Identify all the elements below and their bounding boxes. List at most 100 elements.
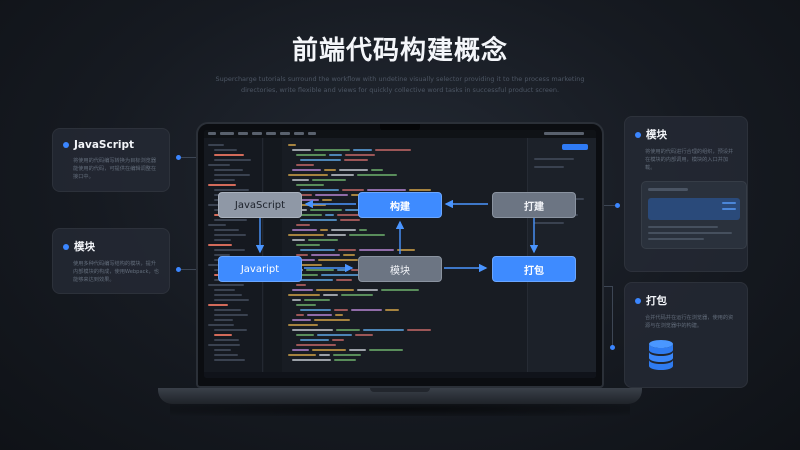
- file-tree-row: [208, 344, 240, 346]
- code-token: [334, 359, 356, 361]
- code-token: [300, 309, 331, 311]
- code-token: [296, 304, 316, 306]
- code-token: [296, 224, 310, 226]
- menu-bar: [204, 130, 596, 138]
- code-token: [288, 234, 324, 236]
- file-tree-row: [214, 349, 231, 351]
- code-token: [292, 289, 313, 291]
- code-token: [375, 149, 411, 151]
- dot-icon: [635, 297, 641, 304]
- card-description: 将使用的代码编写转换为目标浏览器能使用的代码，可提供在编辑调整在接口中。: [73, 158, 157, 180]
- code-token: [292, 329, 333, 331]
- file-tree-row: [214, 294, 242, 296]
- file-tree-row: [208, 164, 230, 166]
- code-token: [311, 254, 340, 256]
- code-token: [349, 234, 385, 236]
- database-icon: [649, 340, 673, 370]
- code-token: [345, 154, 375, 156]
- file-tree-row: [214, 314, 248, 316]
- code-token: [341, 294, 373, 296]
- code-token: [339, 169, 368, 171]
- code-token: [385, 309, 399, 311]
- code-token: [355, 334, 373, 336]
- code-token: [296, 164, 314, 166]
- code-token: [300, 279, 333, 281]
- code-token: [320, 229, 328, 231]
- code-token: [300, 189, 339, 191]
- connector-dot: [176, 155, 181, 160]
- card-description: 合并代码并在运行在浏览器，使用的资源与在浏览器中的构建。: [645, 315, 734, 329]
- code-token: [307, 314, 332, 316]
- code-token: [288, 324, 318, 326]
- code-token: [312, 349, 346, 351]
- code-token: [335, 314, 343, 316]
- code-token: [333, 354, 361, 356]
- code-token: [317, 334, 352, 336]
- file-tree-row: [214, 189, 249, 191]
- file-tree-row: [214, 354, 238, 356]
- code-token: [296, 154, 326, 156]
- code-token: [292, 359, 331, 361]
- page-title: 前端代码构建概念: [291, 36, 508, 66]
- code-token: [288, 174, 328, 176]
- code-token: [369, 349, 403, 351]
- code-token: [292, 169, 321, 171]
- code-token: [409, 189, 431, 191]
- code-token: [288, 144, 296, 146]
- file-tree-row: [208, 224, 226, 226]
- code-token: [318, 259, 358, 261]
- code-token: [308, 239, 338, 241]
- code-token: [292, 229, 317, 231]
- card-title: 模块: [74, 241, 95, 253]
- code-token: [296, 184, 324, 186]
- code-token: [296, 274, 318, 276]
- code-token: [325, 214, 334, 216]
- code-token: [342, 189, 364, 191]
- code-token: [334, 309, 348, 311]
- file-tree-row: [214, 174, 250, 176]
- card-description: 将使用的代码进行合理的组织，预设并在模块的内部调用，模块的入口并加载。: [645, 149, 734, 171]
- code-token: [359, 249, 394, 251]
- code-token: [407, 329, 431, 331]
- mini-window-preview: [641, 181, 747, 249]
- file-tree-row: [214, 249, 245, 251]
- card-javascript: JavaScript 将使用的代码编写转换为目标浏览器能使用的代码，可提供在编辑…: [52, 128, 170, 192]
- flow-box-module: 模块: [358, 256, 442, 282]
- code-editor-screen: [204, 130, 596, 378]
- code-token: [321, 274, 360, 276]
- file-tree-row: [208, 184, 236, 186]
- code-token: [292, 179, 309, 181]
- code-token: [296, 314, 304, 316]
- code-token: [323, 294, 338, 296]
- run-button[interactable]: [562, 144, 588, 150]
- code-token: [296, 214, 322, 216]
- code-token: [292, 239, 305, 241]
- code-token: [349, 349, 366, 351]
- code-token: [296, 254, 308, 256]
- code-token: [316, 289, 354, 291]
- file-tree-row: [214, 179, 235, 181]
- code-token: [288, 354, 316, 356]
- flow-box-javascript-bottom: Javaript: [218, 256, 302, 282]
- code-token: [343, 254, 355, 256]
- code-token: [292, 299, 301, 301]
- flow-box-pack: 打建: [492, 192, 576, 218]
- file-tree-row: [214, 329, 247, 331]
- code-token: [344, 159, 368, 161]
- code-token: [336, 279, 352, 281]
- code-token: [337, 214, 363, 216]
- code-token: [353, 149, 372, 151]
- file-tree-row: [208, 324, 234, 326]
- code-token: [367, 189, 406, 191]
- code-token: [296, 194, 312, 196]
- code-token: [312, 179, 346, 181]
- code-token: [310, 209, 342, 211]
- laptop-base: [158, 388, 642, 404]
- code-token: [351, 309, 382, 311]
- code-token: [397, 249, 415, 251]
- code-token: [296, 334, 314, 336]
- page-subtitle: Supercharge tutorials surround the workf…: [215, 75, 585, 94]
- code-token: [292, 349, 309, 351]
- code-token: [292, 259, 315, 261]
- file-tree-row: [214, 319, 233, 321]
